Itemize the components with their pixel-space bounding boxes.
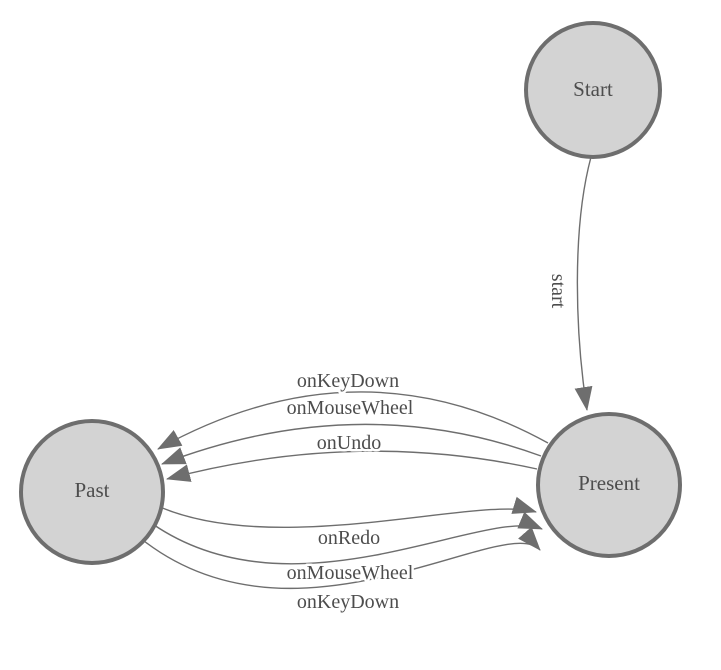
edge-past-to-present-onkeydown <box>132 526 541 590</box>
node-past-label: Past <box>74 478 109 502</box>
node-start-label: Start <box>573 77 613 101</box>
edge-past-to-present-onredo <box>159 496 537 529</box>
edge-present-to-past-onundo <box>166 450 538 482</box>
edge-label-onundo: onUndo <box>317 432 381 454</box>
edge-present-to-past-onkeydown <box>157 391 549 450</box>
edge-past-to-present-onmousewheel <box>146 511 543 565</box>
node-start-circle <box>524 21 662 159</box>
edge-start-to-present <box>574 156 593 411</box>
node-present-label: Present <box>578 471 640 495</box>
edge-label-onmousewheel-top: onMouseWheel <box>287 397 414 419</box>
node-present-circle <box>536 412 682 558</box>
node-past-circle <box>19 419 165 565</box>
edge-present-to-past-onmousewheel <box>161 423 542 465</box>
edges-group <box>132 156 593 590</box>
edge-labels-group: start onKeyDown onMouseWheel onUndo onRe… <box>284 271 571 615</box>
node-present: Present <box>536 412 682 558</box>
edge-label-start: start <box>547 274 569 309</box>
node-past: Past <box>19 419 165 565</box>
edge-label-onmousewheel-bottom: onMouseWheel <box>287 562 414 584</box>
node-start: Start <box>524 21 662 159</box>
edge-label-onkeydown-top: onKeyDown <box>297 370 399 392</box>
edge-label-onredo: onRedo <box>318 527 380 549</box>
edge-label-onkeydown-bottom: onKeyDown <box>297 591 399 613</box>
